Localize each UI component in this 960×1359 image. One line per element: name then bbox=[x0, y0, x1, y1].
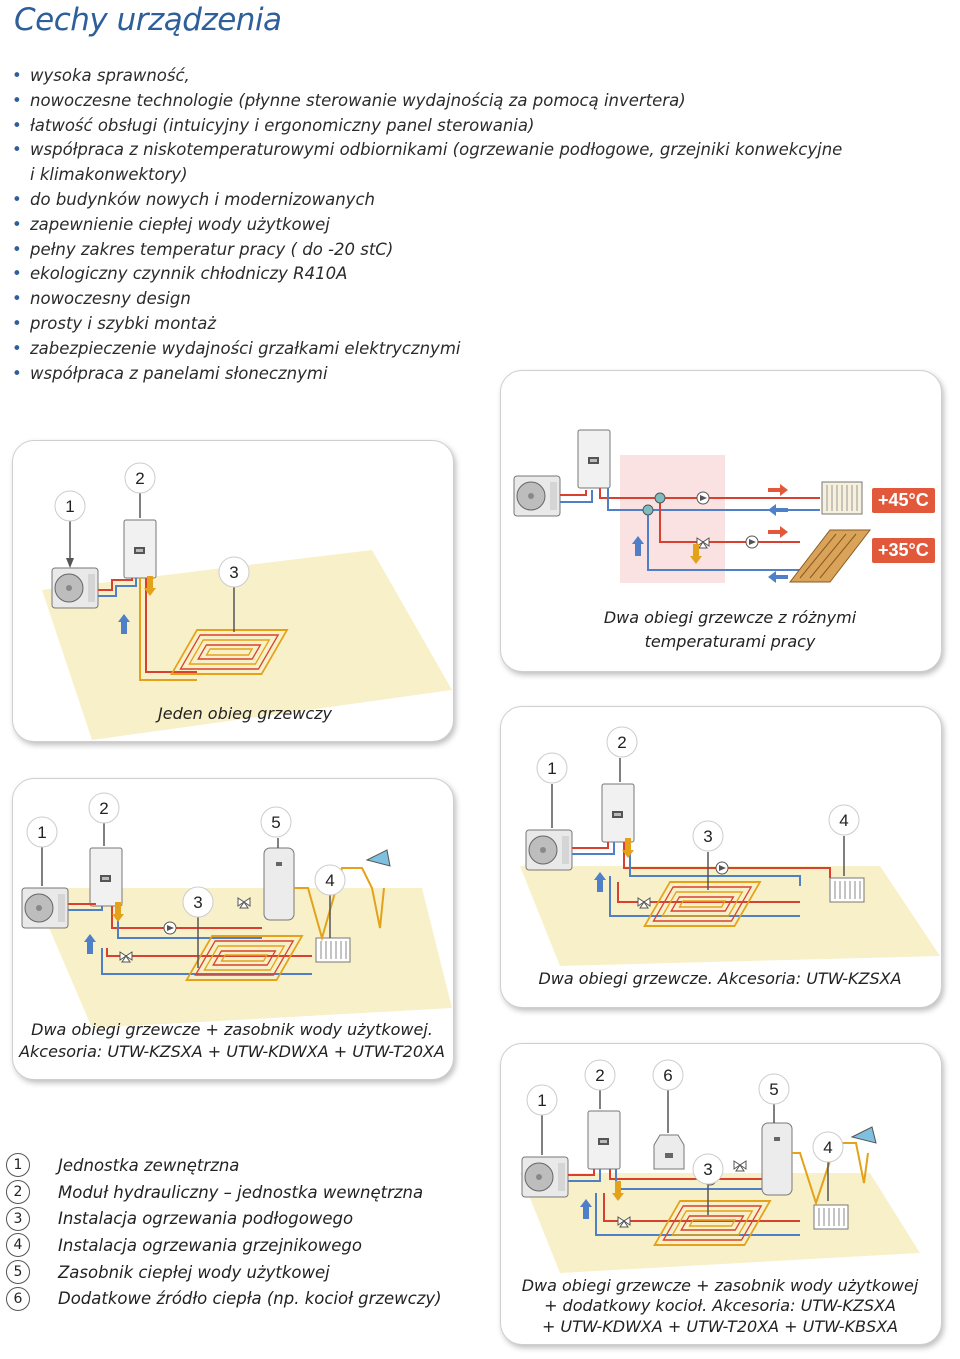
legend-number: 4 bbox=[6, 1233, 30, 1258]
feature-item: do budynków nowych i modernizowanych bbox=[12, 188, 842, 213]
mixing-zone bbox=[620, 455, 725, 583]
caption-full-line1: Dwa obiegi grzewcze + zasobnik wody użyt… bbox=[521, 1276, 919, 1295]
feature-item: zabezpieczenie wydajności grzałkami elek… bbox=[12, 337, 842, 362]
caption-dual-temp-line1: Dwa obiegi grzewcze z różnymi bbox=[603, 608, 857, 627]
feature-item: zapewnienie ciepłej wody użytkowej bbox=[12, 213, 842, 238]
page-title: Cechy urządzenia bbox=[14, 2, 282, 38]
label-num: 4 bbox=[839, 811, 848, 830]
legend-number: 5 bbox=[6, 1260, 30, 1285]
legend-number: 3 bbox=[6, 1206, 30, 1231]
caption-full-line2: + dodatkowy kocioł. Akcesoria: UTW-KZSXA bbox=[544, 1296, 896, 1315]
label-num: 1 bbox=[547, 759, 556, 778]
label-num: 2 bbox=[135, 469, 144, 488]
feature-item-continuation: i klimakonwektory) bbox=[30, 165, 188, 185]
caption-dual-tank-line1: Dwa obiegi grzewcze + zasobnik wody użyt… bbox=[31, 1020, 433, 1039]
feature-list: wysoka sprawność, nowoczesne technologie… bbox=[12, 64, 842, 386]
caption-dual-tank-line2: Akcesoria: UTW-KZSXA + UTW-KDWXA + UTW-T… bbox=[19, 1042, 445, 1061]
temperature-low-badge: +35°C bbox=[872, 538, 935, 563]
feature-item: prosty i szybki montaż bbox=[12, 312, 842, 337]
label-num: 5 bbox=[769, 1080, 778, 1099]
label-num: 3 bbox=[229, 563, 238, 582]
dual-with-tank-scene: 1 2 5 3 4 bbox=[21, 792, 452, 1028]
legend-text: Dodatkowe źródło ciepła (np. kocioł grze… bbox=[58, 1289, 442, 1309]
legend-text: Jednostka zewnętrzna bbox=[58, 1155, 240, 1175]
legend-row: 2 Moduł hydrauliczny – jednostka wewnętr… bbox=[6, 1179, 442, 1206]
label-num: 2 bbox=[595, 1066, 604, 1085]
feature-item: łatwość obsługi (intuicyjny i ergonomicz… bbox=[12, 114, 842, 139]
label-num: 3 bbox=[703, 827, 712, 846]
legend-row: 5 Zasobnik ciepłej wody użytkowej bbox=[6, 1259, 442, 1286]
feature-item: pełny zakres temperatur pracy ( do -20 s… bbox=[12, 238, 842, 263]
label-num: 3 bbox=[193, 893, 202, 912]
feature-item: nowoczesne technologie (płynne sterowani… bbox=[12, 89, 842, 114]
label-num: 6 bbox=[663, 1066, 672, 1085]
label-num: 1 bbox=[65, 497, 74, 516]
caption-full-line3: + UTW-KDWXA + UTW-T20XA + UTW-KBSXA bbox=[541, 1317, 899, 1336]
dual-circuit-scene: 1 2 3 4 bbox=[520, 726, 940, 966]
label-num: 2 bbox=[617, 733, 626, 752]
label-num: 1 bbox=[37, 823, 46, 842]
legend: 1 Jednostka zewnętrzna 2 Moduł hydraulic… bbox=[6, 1152, 442, 1312]
feature-item: wysoka sprawność, bbox=[12, 64, 842, 89]
label-num: 5 bbox=[271, 813, 280, 832]
legend-text: Instalacja ogrzewania grzejnikowego bbox=[58, 1235, 362, 1255]
floor bbox=[32, 888, 452, 1028]
feature-item: nowoczesny design bbox=[12, 287, 842, 312]
label-num: 3 bbox=[703, 1160, 712, 1179]
caption-single: Jeden obieg grzewczy bbox=[158, 704, 332, 723]
dual-temperature-scene bbox=[513, 429, 872, 583]
legend-number: 1 bbox=[6, 1153, 30, 1178]
feature-item: współpraca z niskotemperaturowymi odbior… bbox=[12, 138, 842, 163]
legend-text: Zasobnik ciepłej wody użytkowej bbox=[58, 1262, 330, 1282]
caption-dual: Dwa obiegi grzewcze. Akcesoria: UTW-KZSX… bbox=[538, 969, 902, 988]
legend-number: 6 bbox=[6, 1286, 30, 1311]
temperature-high-badge: +45°C bbox=[872, 488, 935, 513]
legend-text: Instalacja ogrzewania podłogowego bbox=[58, 1209, 354, 1229]
legend-row: 6 Dodatkowe źródło ciepła (np. kocioł gr… bbox=[6, 1285, 442, 1312]
feature-item: współpraca z panelami słonecznymi bbox=[12, 362, 842, 387]
single-circuit-scene: 1 2 3 bbox=[42, 462, 452, 740]
legend-number: 2 bbox=[6, 1180, 30, 1205]
label-num: 4 bbox=[823, 1138, 832, 1157]
full-system-scene: 1 2 6 5 3 4 bbox=[520, 1059, 920, 1273]
legend-row: 4 Instalacja ogrzewania grzejnikowego bbox=[6, 1232, 442, 1259]
legend-row: 1 Jednostka zewnętrzna bbox=[6, 1152, 442, 1179]
label-num: 1 bbox=[537, 1091, 546, 1110]
label-num: 2 bbox=[99, 799, 108, 818]
label-num: 4 bbox=[325, 871, 334, 890]
feature-item: ekologiczny czynnik chłodniczy R410A bbox=[12, 262, 842, 287]
caption-dual-temp-line2: temperaturami pracy bbox=[644, 632, 816, 651]
legend-row: 3 Instalacja ogrzewania podłogowego bbox=[6, 1205, 442, 1232]
legend-text: Moduł hydrauliczny – jednostka wewnętrzn… bbox=[58, 1182, 424, 1202]
